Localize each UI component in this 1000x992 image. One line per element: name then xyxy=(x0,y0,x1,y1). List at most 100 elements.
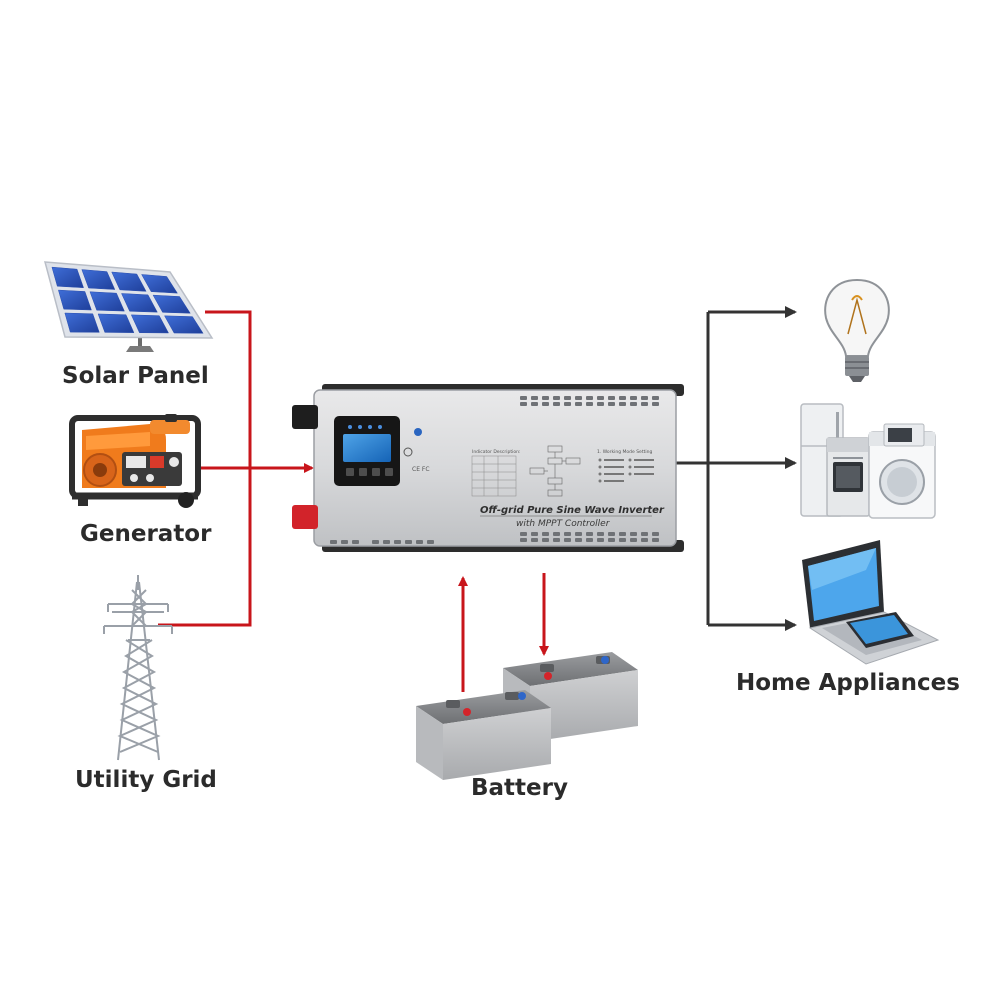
vent-slot xyxy=(652,402,659,406)
vent-slot xyxy=(531,532,538,536)
vent-slot xyxy=(641,396,648,400)
mode-text-line xyxy=(634,459,654,461)
vent-slot xyxy=(553,538,560,542)
mode-text-line xyxy=(604,473,624,475)
solar-cell xyxy=(81,269,116,290)
mode-dot xyxy=(598,458,602,462)
vent-slot xyxy=(630,396,637,400)
vent-slot xyxy=(597,402,604,406)
vent-slot xyxy=(405,540,412,544)
utility-tower-icon xyxy=(103,575,173,761)
solar-cell xyxy=(58,289,92,311)
mode-text-line xyxy=(604,480,624,482)
vent-slot xyxy=(531,538,538,542)
vent-slot xyxy=(652,538,659,542)
vent-slot xyxy=(564,396,571,400)
vent-slot xyxy=(630,402,637,406)
mode-dot xyxy=(598,472,602,476)
solar-cell xyxy=(152,294,191,314)
vent-slot xyxy=(553,402,560,406)
product-name-line1: Off-grid Pure Sine Wave Inverter xyxy=(480,505,665,516)
mode-text-line xyxy=(604,459,624,461)
vent-slot xyxy=(520,538,527,542)
vent-slot xyxy=(520,532,527,536)
mode-dot xyxy=(628,465,632,469)
label-home-appliances: Home Appliances xyxy=(736,670,960,696)
solar-cell xyxy=(51,266,84,289)
vent-slot xyxy=(652,532,659,536)
vent-slot xyxy=(330,540,337,544)
input-wires xyxy=(158,310,314,627)
vent-slot xyxy=(564,402,571,406)
vent-slot xyxy=(575,538,582,542)
vent-slot xyxy=(542,396,549,400)
label-utility-grid: Utility Grid xyxy=(75,767,217,793)
indicator-title: Indicator Description: xyxy=(472,449,520,455)
battery-wires xyxy=(458,573,549,692)
label-solar-panel: Solar Panel xyxy=(62,363,209,389)
vent-slot xyxy=(608,402,615,406)
solar-cell xyxy=(64,312,100,333)
appliances-icon xyxy=(800,403,936,519)
mode-dot xyxy=(628,458,632,462)
vent-slot xyxy=(619,532,626,536)
vent-slot xyxy=(575,396,582,400)
vent-slot xyxy=(531,396,538,400)
vent-slot xyxy=(586,396,593,400)
solar-cell xyxy=(89,291,125,312)
label-generator: Generator xyxy=(80,521,212,547)
vent-slot xyxy=(531,402,538,406)
solar-cell xyxy=(111,271,147,292)
vent-slot xyxy=(652,396,659,400)
vent-slot xyxy=(597,396,604,400)
vent-slot xyxy=(641,532,648,536)
vent-slot xyxy=(427,540,434,544)
battery-icon xyxy=(416,652,638,780)
indicator-table xyxy=(471,455,517,497)
vent-slot xyxy=(641,538,648,542)
vent-slot xyxy=(352,540,359,544)
inverter-terminal-red xyxy=(292,505,318,529)
vent-slot xyxy=(619,402,626,406)
inverter-terminal-black xyxy=(292,405,318,429)
vent-slot xyxy=(608,532,615,536)
mode-text-line xyxy=(604,466,624,468)
solar-panel-icon xyxy=(44,261,214,352)
solar-cell xyxy=(164,315,204,334)
vent-slot xyxy=(608,538,615,542)
solar-cell xyxy=(97,313,135,333)
vent-slot xyxy=(619,538,626,542)
vent-slot xyxy=(586,538,593,542)
vent-slot xyxy=(641,402,648,406)
product-name-line2: with MPPT Controller xyxy=(516,519,611,529)
vent-slot xyxy=(564,532,571,536)
light-bulb-icon xyxy=(824,278,890,382)
generator-icon xyxy=(69,414,201,508)
vent-slot xyxy=(586,402,593,406)
solar-cell xyxy=(141,274,178,294)
vent-slot xyxy=(553,396,560,400)
inverter-unit: CE FC Indicator Description: 1. Working … xyxy=(292,384,684,552)
vent-slot xyxy=(383,540,390,544)
label-battery: Battery xyxy=(471,775,568,801)
vent-slot xyxy=(619,396,626,400)
vent-slot xyxy=(394,540,401,544)
mode-text-line xyxy=(634,473,654,475)
vent-slot xyxy=(520,396,527,400)
laptop-icon xyxy=(802,540,940,665)
vent-slot xyxy=(416,540,423,544)
vent-slot xyxy=(608,396,615,400)
vent-slot xyxy=(564,538,571,542)
solar-cell xyxy=(121,293,158,313)
vent-slot xyxy=(597,538,604,542)
solar-cell xyxy=(130,314,169,334)
ce-fc-mark: CE FC xyxy=(412,466,430,473)
mode-text-line xyxy=(634,466,654,468)
vent-slot xyxy=(341,540,348,544)
mode-dot xyxy=(598,479,602,483)
mode-title: 1. Working Mode Setting xyxy=(597,449,652,455)
vent-slot xyxy=(372,540,379,544)
vent-slot xyxy=(542,532,549,536)
output-wires xyxy=(675,306,797,631)
